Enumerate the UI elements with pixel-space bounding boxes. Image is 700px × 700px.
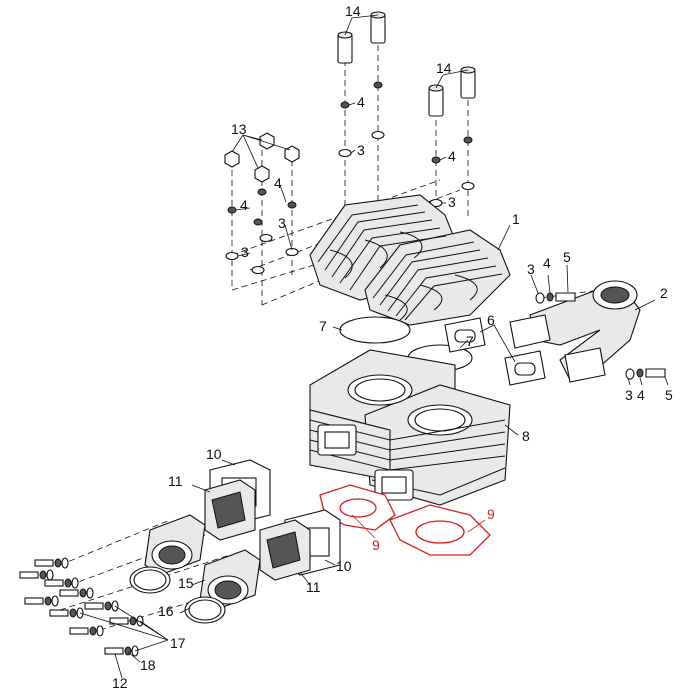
- callout-9: 9: [372, 537, 380, 553]
- callout-11: 11: [306, 579, 321, 595]
- lock-washer-icon: [373, 81, 383, 89]
- o-ring-7-group: [339, 316, 473, 372]
- lock-washer-icon: [257, 188, 267, 196]
- cap-nut-icon: [428, 84, 444, 117]
- callout-5: 5: [563, 249, 571, 265]
- callout-4: 4: [637, 387, 645, 403]
- washer-icon: [461, 181, 475, 191]
- leader-lines: [79, 14, 669, 679]
- callout-14: 14: [345, 3, 361, 19]
- callout-18: 18: [140, 657, 156, 673]
- clamp-16-group: [129, 566, 226, 624]
- cap-nut-14-group: [337, 11, 476, 117]
- callout-16: 16: [158, 603, 174, 619]
- callout-8: 8: [522, 428, 530, 444]
- callout-4: 4: [543, 255, 551, 271]
- callout-13: 13: [231, 121, 247, 137]
- bolt-icon: [19, 569, 54, 581]
- bolt-icon: [109, 615, 144, 627]
- bolt-icon: [645, 368, 666, 378]
- bolt-icon: [104, 645, 139, 657]
- gasket-icon: [389, 504, 491, 556]
- lock-washer-icon: [253, 218, 263, 226]
- callout-3: 3: [278, 215, 286, 231]
- lock-washer-icon: [546, 292, 554, 302]
- callout-11: 11: [168, 473, 183, 489]
- o-ring-icon: [339, 316, 411, 344]
- callout-3: 3: [241, 244, 249, 260]
- callout-9: 9: [487, 506, 495, 522]
- hex-nut-icon: [284, 145, 300, 163]
- exhaust-manifold-2: [509, 280, 641, 383]
- callout-6: 6: [487, 312, 495, 328]
- cap-nut-icon: [370, 11, 386, 44]
- bolt-icon: [69, 625, 104, 637]
- cylinder-head-1: [309, 194, 511, 326]
- callout-3: 3: [527, 261, 535, 277]
- reed-valve-11-group: [204, 479, 311, 581]
- callout-12: 12: [112, 675, 128, 691]
- callout-4: 4: [448, 148, 456, 164]
- hex-nut-13-group: [224, 132, 300, 275]
- manifold-fasteners: [535, 292, 666, 380]
- bolt-icon: [49, 607, 84, 619]
- bolt-icon: [34, 557, 69, 569]
- cylinder-8: [309, 349, 511, 506]
- washer-icon: [371, 130, 385, 140]
- intake-bolts: [19, 557, 144, 657]
- callout-1: 1: [512, 211, 520, 227]
- callout-7: 7: [466, 333, 474, 349]
- washer-icon: [535, 292, 545, 304]
- cap-nut-icon: [460, 66, 476, 99]
- callout-4: 4: [240, 197, 248, 213]
- callout-7: 7: [319, 318, 327, 334]
- cap-nut-icon: [337, 31, 353, 64]
- callout-4: 4: [357, 94, 365, 110]
- callout-5: 5: [665, 387, 673, 403]
- callout-10: 10: [336, 558, 352, 574]
- bolt-icon: [59, 587, 94, 599]
- hex-nut-icon: [224, 150, 240, 168]
- callout-2: 2: [660, 285, 668, 301]
- lock-washer-icon: [463, 136, 473, 144]
- bolt-icon: [44, 577, 79, 589]
- washer-icon: [251, 265, 265, 275]
- washer-icon: [259, 233, 273, 243]
- callout-10: 10: [206, 446, 222, 462]
- lock-washer-icon: [431, 156, 441, 164]
- hex-nut-icon: [254, 165, 270, 183]
- callout-labels: 14 14 4 3 4 3 13 4 4 3 3 1 3 4 5 2 7 6 7…: [112, 3, 673, 691]
- callout-3: 3: [357, 142, 365, 158]
- callout-14: 14: [436, 60, 452, 76]
- intake-flange-15-group: [144, 514, 261, 611]
- callout-15: 15: [178, 575, 194, 591]
- bolt-icon: [24, 595, 59, 607]
- bolt-icon: [84, 600, 119, 612]
- lock-washer-icon: [227, 206, 237, 214]
- callout-17: 17: [170, 635, 186, 651]
- bolt-icon: [555, 292, 576, 302]
- exhaust-gasket-6-group: [444, 317, 546, 386]
- lock-washer-icon: [287, 201, 297, 209]
- washer-icon: [338, 148, 352, 158]
- callout-3: 3: [448, 194, 456, 210]
- washer-icon: [625, 368, 635, 380]
- callout-3: 3: [625, 387, 633, 403]
- lock-washer-icon: [340, 101, 350, 109]
- callout-4: 4: [274, 175, 282, 191]
- washer-icon: [285, 247, 299, 257]
- lock-washer-icon: [636, 368, 644, 378]
- washer-icon: [225, 251, 239, 261]
